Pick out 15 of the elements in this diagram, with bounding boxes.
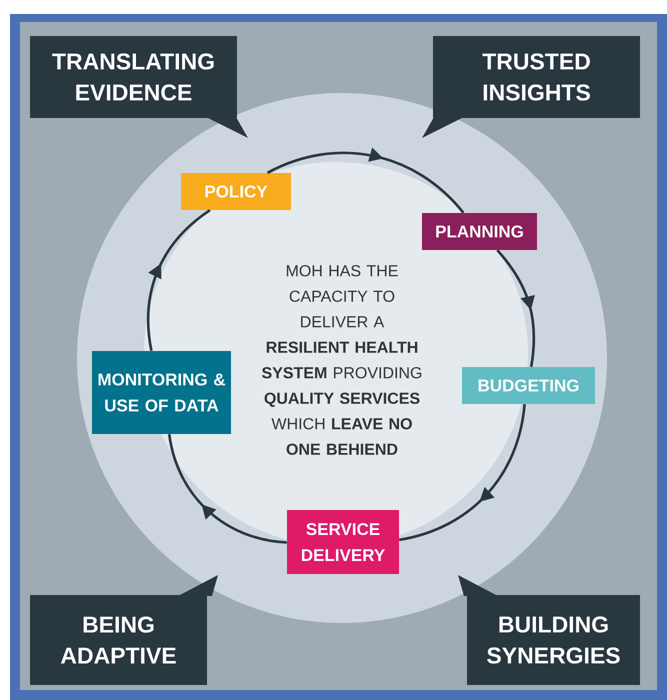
stage-box: BUDGETING: [462, 367, 595, 404]
cycle-arrow: [168, 434, 287, 544]
stage-box: PLANNING: [422, 213, 537, 250]
cycle-arrow: [398, 404, 526, 542]
callout-box: BEING ADAPTIVE: [30, 575, 218, 685]
center-text: MOH HAS THE CAPACITY TO DELIVER A RESILIENT HEALTH SYSTEM PROVIDING QUALITY SERVICES WHICH LEAVE NO ONE BEHIEND: [262, 265, 422, 455]
callout-box: TRANSLATING EVIDENCE: [30, 36, 248, 138]
cycle-arrow: [146, 209, 211, 351]
callout-box: TRUSTED INSIGHTS: [422, 36, 640, 138]
cycle-arrow: [496, 249, 536, 367]
stage-box: SERVICE DELIVERY: [287, 510, 399, 574]
callout-box: BUILDING SYNERGIES: [458, 575, 640, 685]
stage-box: POLICY: [181, 173, 291, 210]
stage-box: MONITORING & USE OF DATA: [92, 351, 231, 434]
cycle-arrow: [266, 148, 464, 214]
